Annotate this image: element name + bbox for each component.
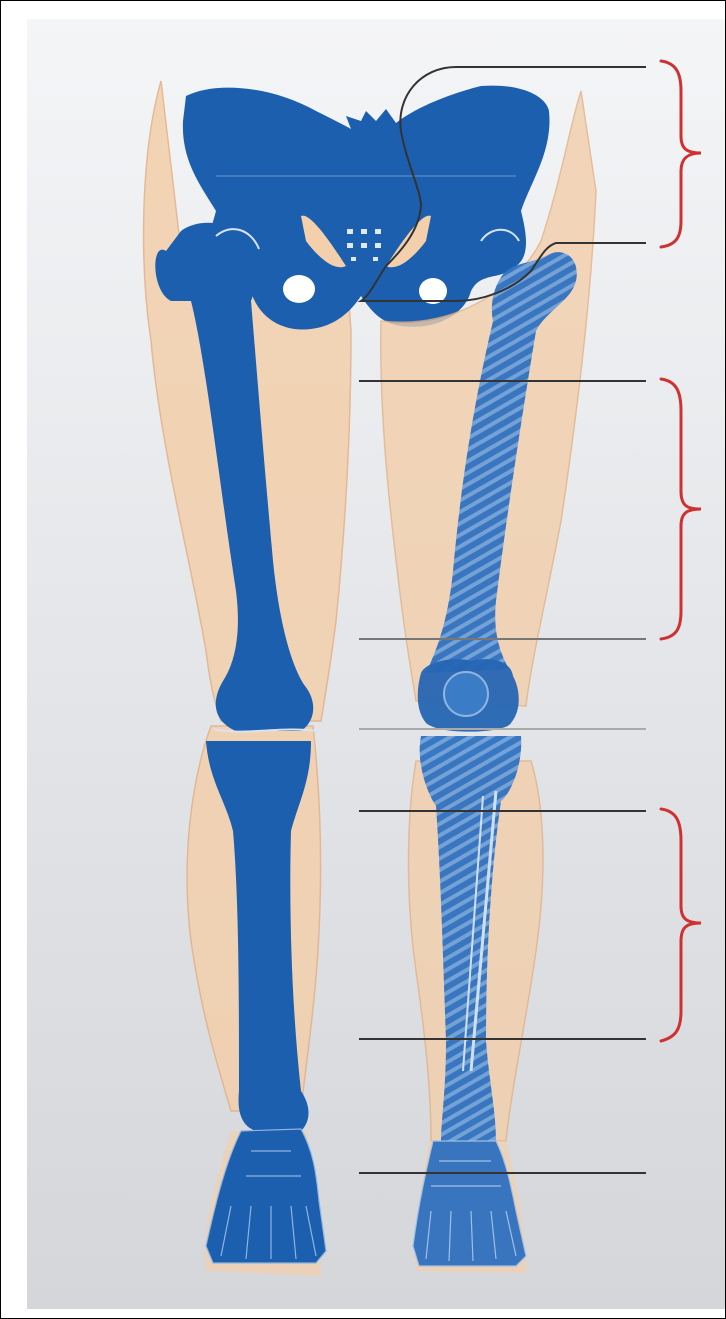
left-obturator-foramen (283, 275, 315, 303)
right-patella-bone (444, 672, 488, 716)
